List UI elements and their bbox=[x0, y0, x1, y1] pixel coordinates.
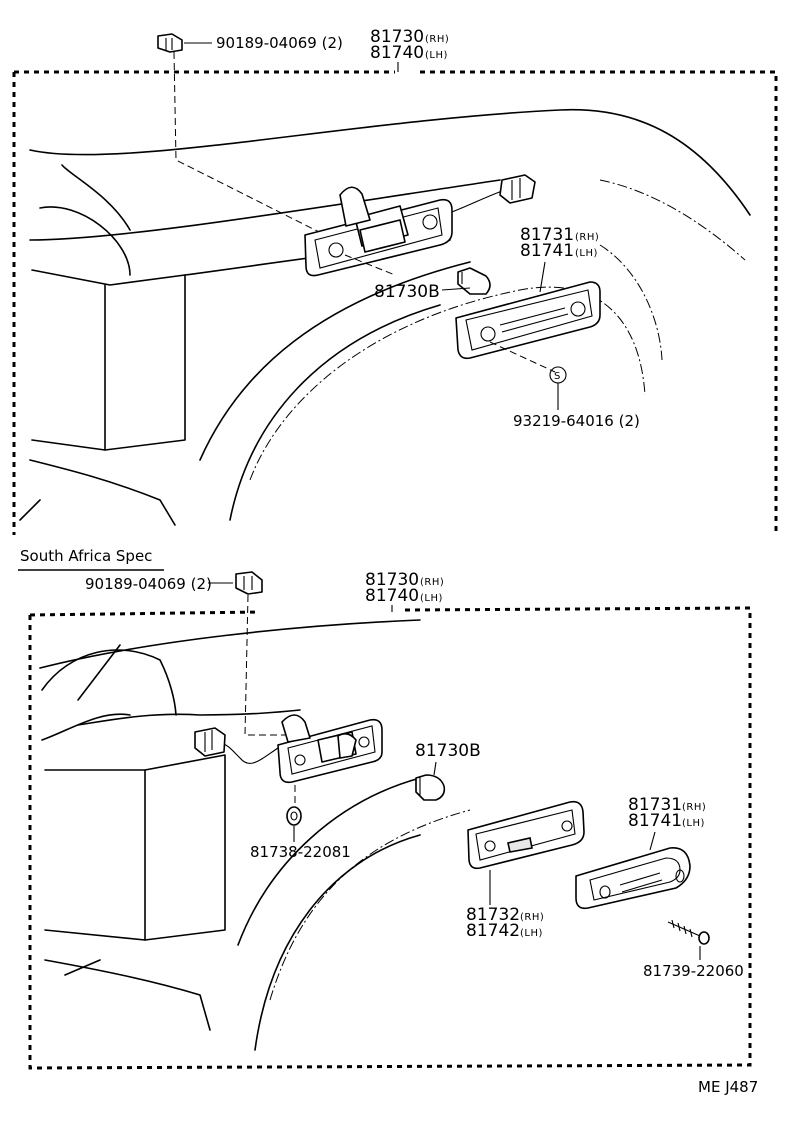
bottom-bulb-number: 81730B bbox=[415, 741, 481, 761]
top-screw-symbol: S bbox=[554, 371, 561, 382]
bottom-lamp-rh-side: (RH) bbox=[420, 577, 444, 588]
bottom-housing-rh-side: (RH) bbox=[520, 912, 544, 923]
bottom-screw bbox=[667, 919, 710, 960]
top-lamp-rh-number: 81730 bbox=[370, 27, 424, 47]
bottom-section: South Africa Spec 90189-04069 (2) bbox=[18, 547, 752, 1070]
bottom-gasket bbox=[286, 806, 302, 842]
bottom-clip-part-number: 90189-04069 (2) bbox=[85, 575, 212, 593]
bottom-lens-rh-side: (RH) bbox=[682, 802, 706, 813]
bottom-lens-rh-number: 81731 bbox=[628, 795, 682, 815]
bottom-screw-part-number: 81739-22060 bbox=[643, 962, 744, 980]
top-lens-rh-side: (RH) bbox=[575, 232, 599, 243]
top-vehicle-body bbox=[19, 108, 751, 526]
bottom-lens-housing bbox=[467, 800, 585, 905]
top-lamp-lh-number: 81740 bbox=[370, 43, 424, 63]
bottom-lamp-lh-side: (LH) bbox=[420, 593, 443, 604]
top-lamp-lh-side: (LH) bbox=[425, 50, 448, 61]
top-lamp-housing bbox=[304, 174, 536, 277]
top-lens-lh-number: 81741 bbox=[520, 241, 574, 261]
top-clip bbox=[157, 33, 336, 241]
diagram-code: ME J487 bbox=[698, 1078, 758, 1096]
bottom-bulb bbox=[415, 774, 446, 801]
bottom-lamp-rh-number: 81730 bbox=[365, 570, 419, 590]
top-lens-rh-number: 81731 bbox=[520, 225, 574, 245]
top-dashed-frame bbox=[12, 70, 778, 535]
bottom-vehicle-body bbox=[39, 619, 471, 1051]
top-bulb-number: 81730B bbox=[374, 282, 440, 302]
top-screw-symbol-group: S bbox=[549, 366, 567, 410]
top-lens bbox=[455, 281, 601, 360]
bottom-lamp-housing bbox=[194, 714, 383, 784]
bottom-lens-lh-number: 81741 bbox=[628, 811, 682, 831]
bottom-housing-rh-number: 81732 bbox=[466, 905, 520, 925]
top-clip-part-number: 90189-04069 (2) bbox=[216, 34, 343, 52]
bottom-dashed-frame bbox=[28, 606, 752, 1070]
top-lamp-rh-side: (RH) bbox=[425, 34, 449, 45]
bottom-lamp-lh-number: 81740 bbox=[365, 586, 419, 606]
bottom-lens bbox=[575, 847, 691, 910]
top-lens-lh-side: (LH) bbox=[575, 248, 598, 259]
bottom-housing-lh-side: (LH) bbox=[520, 928, 543, 939]
bottom-housing-lh-number: 81742 bbox=[466, 921, 520, 941]
top-section: 90189-04069 (2) 81730 (RH) 81740 (LH) 81… bbox=[12, 27, 778, 535]
top-bulb bbox=[441, 267, 491, 295]
top-screw-part-number: 93219-64016 (2) bbox=[513, 412, 640, 430]
section-heading: South Africa Spec bbox=[20, 547, 152, 565]
bottom-clip bbox=[235, 571, 263, 595]
bottom-gasket-part-number: 81738-22081 bbox=[250, 843, 351, 861]
bottom-lens-lh-side: (LH) bbox=[682, 818, 705, 829]
